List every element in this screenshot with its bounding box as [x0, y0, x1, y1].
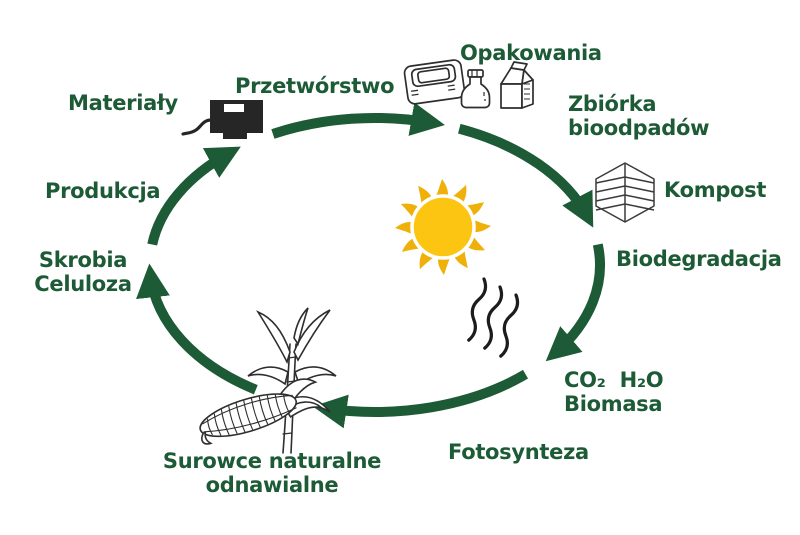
arrow-processing-to-packaging: [271, 102, 445, 139]
label-compost: Kompost: [664, 178, 767, 202]
label-biowaste-collection-line2: bioodpadów: [568, 115, 710, 140]
label-biowaste-collection-line1: Zbiórka: [568, 92, 657, 116]
label-byproducts: CO₂ H₂O Biomasa: [564, 368, 664, 417]
label-processing: Przetwórstwo: [235, 74, 395, 98]
label-biomass: Biomasa: [564, 391, 663, 416]
label-production: Produkcja: [45, 179, 161, 203]
arrow-raw-materials-to-starch: [136, 263, 258, 395]
label-packaging: Opakowania: [460, 41, 602, 65]
label-co2-h2o: CO₂ H₂O: [564, 368, 664, 392]
packaging-containers-icon: [403, 59, 534, 109]
sun-icon: [395, 179, 491, 275]
label-renewable-raw-materials-line1: Surowce naturalne: [162, 449, 382, 473]
arrow-photosynthesis-to-raw-materials: [312, 369, 529, 429]
label-biowaste-collection: Zbiórka bioodpadów: [568, 92, 710, 141]
label-starch: Skrobia: [38, 248, 128, 272]
cycle-arrows: [136, 102, 605, 429]
arrow-biodegradation-to-co2: [545, 243, 605, 362]
label-renewable-raw-materials-line2: odnawialne: [205, 472, 339, 497]
light-rays-icon: [467, 277, 520, 358]
label-starch-cellulose: Skrobia Celuloza: [26, 248, 140, 297]
compost-bin-icon: [595, 162, 655, 223]
corn-plant-icon: [199, 307, 337, 454]
label-cellulose: Celuloza: [34, 271, 132, 296]
arrow-production-to-processing: [147, 146, 241, 246]
arrow-packaging-to-compost: [458, 123, 594, 228]
label-materials: Materiały: [68, 91, 178, 115]
label-renewable-raw-materials: Surowce naturalne odnawialne: [160, 449, 384, 498]
label-biodegradation: Biodegradacja: [616, 247, 782, 271]
processing-machine-icon: [181, 100, 263, 139]
label-photosynthesis: Fotosynteza: [448, 440, 589, 464]
